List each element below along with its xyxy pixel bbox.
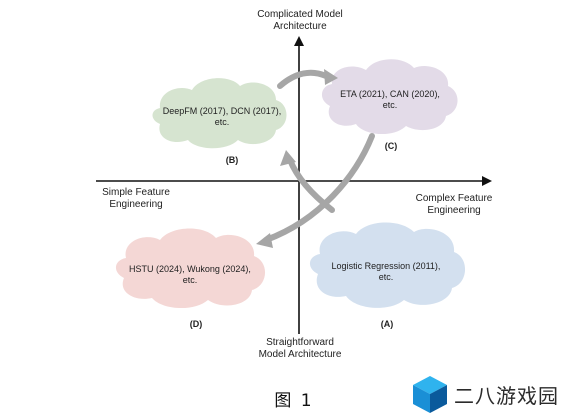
arrow-b-to-c-head (324, 69, 338, 85)
cube-logo-icon (413, 376, 447, 413)
axis-top-label-line2: Architecture (273, 21, 327, 32)
arrow-a-to-b-head (280, 150, 296, 166)
cloud-quadrant-d (115, 228, 266, 309)
quadrant-b-text-line2: etc. (215, 117, 230, 127)
axis-left-label-line2: Engineering (109, 199, 162, 210)
axis-bottom-label-line2: Model Architecture (259, 349, 342, 360)
quadrant-a-letter: (A) (381, 319, 394, 329)
arrow-c-to-d (263, 133, 375, 243)
watermark: 二八游戏园 (410, 374, 588, 414)
cloud-quadrant-a (309, 222, 466, 308)
vertical-axis-arrowhead (294, 36, 304, 46)
axis-right-label-line1: Complex Feature (416, 193, 493, 204)
arrow-a-to-b (287, 157, 335, 213)
axis-left-label-line1: Simple Feature (102, 187, 170, 198)
axis-bottom-label-line1: Straightforward (266, 337, 334, 348)
diagram-panel (78, 0, 510, 372)
quadrant-b-letter: (B) (226, 155, 239, 165)
horizontal-axis-arrowhead (482, 176, 492, 186)
quadrant-d-text-line2: etc. (183, 275, 198, 285)
arrow-b-to-c (277, 69, 329, 89)
axis-right-label-line2: Engineering (427, 205, 480, 216)
quadrant-b-text-line1: DeepFM (2017), DCN (2017), (163, 106, 282, 116)
watermark-text: 二八游戏园 (454, 384, 559, 408)
figure-caption: 图 1 (274, 391, 314, 411)
arrow-c-to-d-head (256, 233, 273, 248)
quadrant-c-letter: (C) (385, 141, 398, 151)
transition-arrows (263, 69, 375, 243)
quadrant-d-letter: (D) (190, 319, 203, 329)
axis-top-label-line1: Complicated Model (257, 9, 343, 20)
quadrant-a-text-line2: etc. (379, 272, 394, 282)
quadrant-d-text-line1: HSTU (2024), Wukong (2024), (129, 264, 251, 274)
quadrant-c-text-line1: ETA (2021), CAN (2020), (340, 89, 440, 99)
cloud-quadrant-c (321, 59, 458, 135)
quadrant-a-text-line1: Logistic Regression (2011), (332, 261, 441, 271)
cloud-quadrant-b (152, 78, 287, 149)
quadrant-c-text-line2: etc. (383, 100, 398, 110)
